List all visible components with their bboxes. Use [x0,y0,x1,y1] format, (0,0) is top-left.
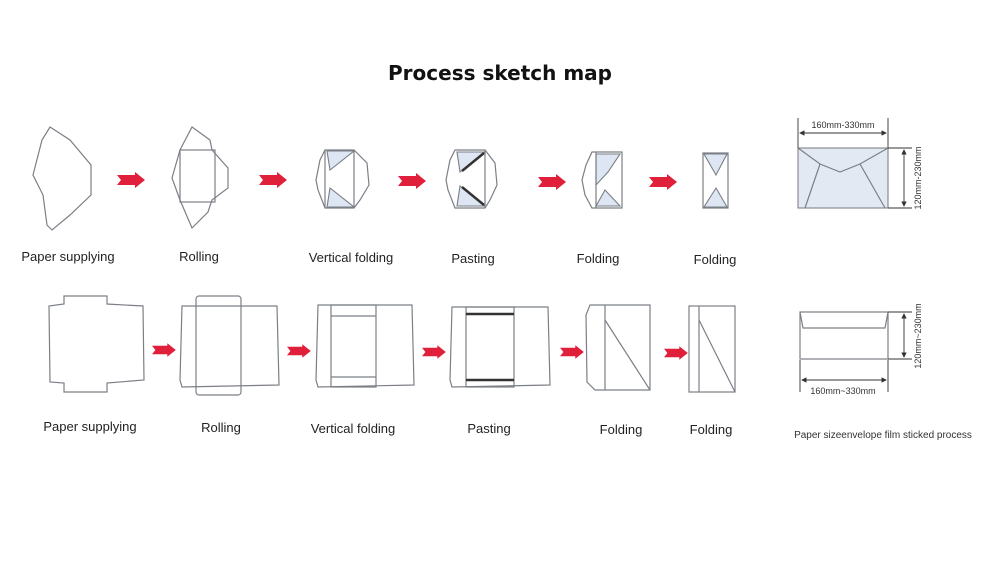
row1-label-paper-supplying: Paper supplying [21,249,114,264]
arrow-icon [117,172,145,188]
row2-rolling-shape [179,295,280,396]
row2-folding-final-shape [688,305,736,393]
row1-label-vertical-folding: Vertical folding [309,250,394,265]
row1-label-pasting: Pasting [451,251,494,266]
arrow-icon [422,345,446,359]
row2-pasting-shape [449,306,551,388]
row1-pasting-shape [445,149,498,209]
arrow-icon [259,172,287,188]
arrow-icon [287,344,311,358]
width-label-top: 160mm-330mm [811,120,874,130]
page-title: Process sketch map [388,61,612,85]
row2-label-pasting: Pasting [467,421,510,436]
arrow-icon [538,174,566,190]
width-label-bottom: 160mm~330mm [810,386,875,396]
arrow-icon [560,345,584,359]
envelope-size-top: 160mm-330mm 120mm-230mm [797,118,923,210]
row1-paper-supplying-shape [32,126,92,231]
envelope-size-bottom: 120mm~230mm 160mm~330mm [799,303,923,396]
row1-rolling-shape [171,126,229,230]
row2-label-folding: Folding [600,422,643,437]
height-label-bottom: 120mm~230mm [913,303,923,368]
row1-label-folding: Folding [577,251,620,266]
arrow-icon [398,173,426,189]
row2-folding-shape [585,304,651,391]
row2-label-paper-supplying: Paper supplying [43,419,136,434]
row2-label-vertical-folding: Vertical folding [311,421,396,436]
row2-vertical-folding-shape [315,304,415,388]
size-caption: Paper sizeenvelope film sticked process [794,430,972,441]
row2-paper-supplying-shape [48,295,145,393]
height-label-top: 120mm-230mm [913,146,923,209]
row1-folding-final-shape [702,152,729,209]
arrow-icon [649,174,677,190]
row2-label-rolling: Rolling [201,420,241,435]
row1-folding-shape [581,151,623,209]
row2-arrows [152,343,688,360]
row2-label-folding-final: Folding [690,422,733,437]
row1-label-rolling: Rolling [179,249,219,264]
row1-vertical-folding-shape [315,149,370,209]
arrow-icon [664,346,688,360]
arrow-icon [152,343,176,357]
row1-label-folding-final: Folding [694,252,737,267]
row1-arrows [117,172,677,190]
